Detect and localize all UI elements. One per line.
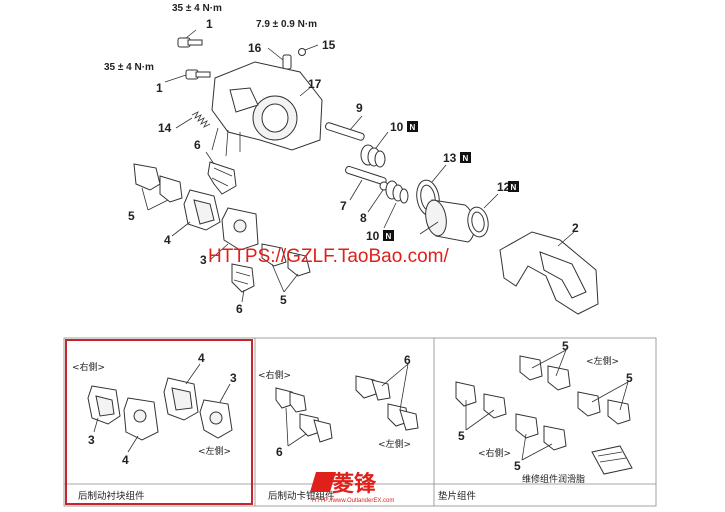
callout-7: 7 — [340, 199, 347, 213]
pad-kit-callout-3a: 3 — [230, 371, 237, 385]
pad-kit-caption: 后制动衬块组件 — [78, 490, 145, 502]
brake-pad-inner — [171, 189, 221, 237]
callout-1-top: 1 — [206, 17, 213, 31]
pin-boot-upper — [360, 131, 389, 168]
badge-n-13-text: N — [463, 154, 469, 163]
shim-lower — [261, 243, 311, 293]
pad-clip-lower — [231, 263, 255, 303]
kit-panels — [63, 337, 657, 507]
badge-n-12-text: N — [511, 183, 517, 192]
watermark-url: HTTPS://GZLF.TaoBao.com/ — [208, 246, 449, 267]
caliper-body — [211, 61, 323, 157]
brand-logo-text: 菱锋 — [332, 471, 377, 497]
callout-13: 13 — [443, 151, 457, 165]
badge-n-13 — [460, 152, 471, 163]
shim-upper-left — [133, 163, 183, 211]
pad-kit-highlight — [65, 339, 253, 505]
callout-8: 8 — [360, 211, 367, 225]
torque-bleeder: 7.9 ± 0.9 N·m — [256, 19, 317, 30]
torque-bolt-mid: 35 ± 4 N·m — [104, 62, 154, 73]
callout-9: 9 — [356, 101, 363, 115]
callout-17: 17 — [308, 77, 322, 91]
callout-2: 2 — [572, 221, 579, 235]
callout-3-exploded: 3 — [200, 253, 207, 267]
shim-kit-left-label: <左側> — [586, 355, 619, 367]
callout-1-mid: 1 — [156, 81, 163, 95]
caliper-support — [499, 231, 599, 315]
badge-n-12 — [508, 181, 519, 192]
clip-kit-callout-6b: 6 — [276, 445, 283, 459]
shim-kit-right-label: <右側> — [478, 447, 511, 459]
clip-kit-clip-left-upper — [355, 375, 377, 399]
badge-n-10-upper-text: N — [410, 123, 416, 132]
pin-boot-lower — [383, 180, 409, 229]
bleeder-screw — [267, 44, 319, 70]
callout-6-lower: 6 — [236, 302, 243, 316]
shim-kit-grease-label: 维修组件润滑脂 — [522, 473, 585, 485]
pad-kit-right-label: <右側> — [72, 361, 105, 373]
brand-logo-url: HTTP://www.OutlanderEX.com — [312, 498, 394, 504]
callout-5-lower: 5 — [280, 293, 287, 307]
callout-16: 16 — [248, 41, 262, 55]
guide-pin-upper — [325, 115, 365, 141]
piston-boot — [467, 193, 499, 238]
badge-n-10-lower — [383, 230, 394, 241]
bolt-top — [177, 29, 203, 48]
pad-clip-upper — [205, 151, 237, 195]
clip-kit-right-label: <右側> — [258, 369, 291, 381]
badge-n-10-lower-text: N — [386, 232, 392, 241]
bolt-mid — [164, 69, 211, 83]
torque-bolt-top: 35 ± 4 N·m — [172, 3, 222, 14]
callout-14: 14 — [158, 121, 172, 135]
pad-kit-callout-3b: 3 — [88, 433, 95, 447]
shim-kit-callout-5a: 5 — [562, 339, 569, 353]
badge-n-10-upper — [407, 121, 418, 132]
caliper-spring — [175, 111, 211, 129]
clip-kit-left-label: <左側> — [378, 438, 411, 450]
brake-pad-outer — [209, 207, 259, 261]
callout-4-exploded: 4 — [164, 233, 171, 247]
panel-shim-kit: <左側> <右側> 5 5 5 5 维修组件润滑脂 垫片组件 — [438, 339, 633, 502]
panel-pad-kit: <右側> <左側> 4 3 3 4 后制动衬块组件 — [72, 351, 237, 502]
callout-15: 15 — [322, 38, 336, 52]
guide-pin-lower — [345, 165, 389, 213]
clip-kit-callout-6a: 6 — [404, 353, 411, 367]
shim-kit-callout-5d: 5 — [514, 459, 521, 473]
callout-10-lower: 10 — [366, 229, 380, 243]
callout-6-upper: 6 — [194, 138, 201, 152]
clip-kit-caption: 后制动卡钳组件 — [268, 490, 335, 502]
caliper-piston — [419, 199, 475, 243]
pad-kit-callout-4b: 4 — [122, 453, 129, 467]
panel-clip-kit: <右側> <左側> 6 6 后制动卡钳组件 — [258, 353, 419, 502]
shim-kit-callout-5c: 5 — [458, 429, 465, 443]
callout-10-upper: 10 — [390, 120, 404, 134]
shim-kit-caption: 垫片组件 — [438, 490, 477, 502]
pad-kit-callout-4a: 4 — [198, 351, 205, 365]
brand-logo-mark — [310, 472, 336, 492]
clip-kit-clip-right-lower — [299, 413, 321, 437]
callout-12: 12 — [497, 180, 511, 194]
shim-kit-callout-5b: 5 — [626, 371, 633, 385]
brand-logo: 菱锋 HTTP://www.OutlanderEX.com — [310, 471, 394, 504]
callout-5-upper: 5 — [128, 209, 135, 223]
pad-kit-left-label: <左側> — [198, 445, 231, 457]
